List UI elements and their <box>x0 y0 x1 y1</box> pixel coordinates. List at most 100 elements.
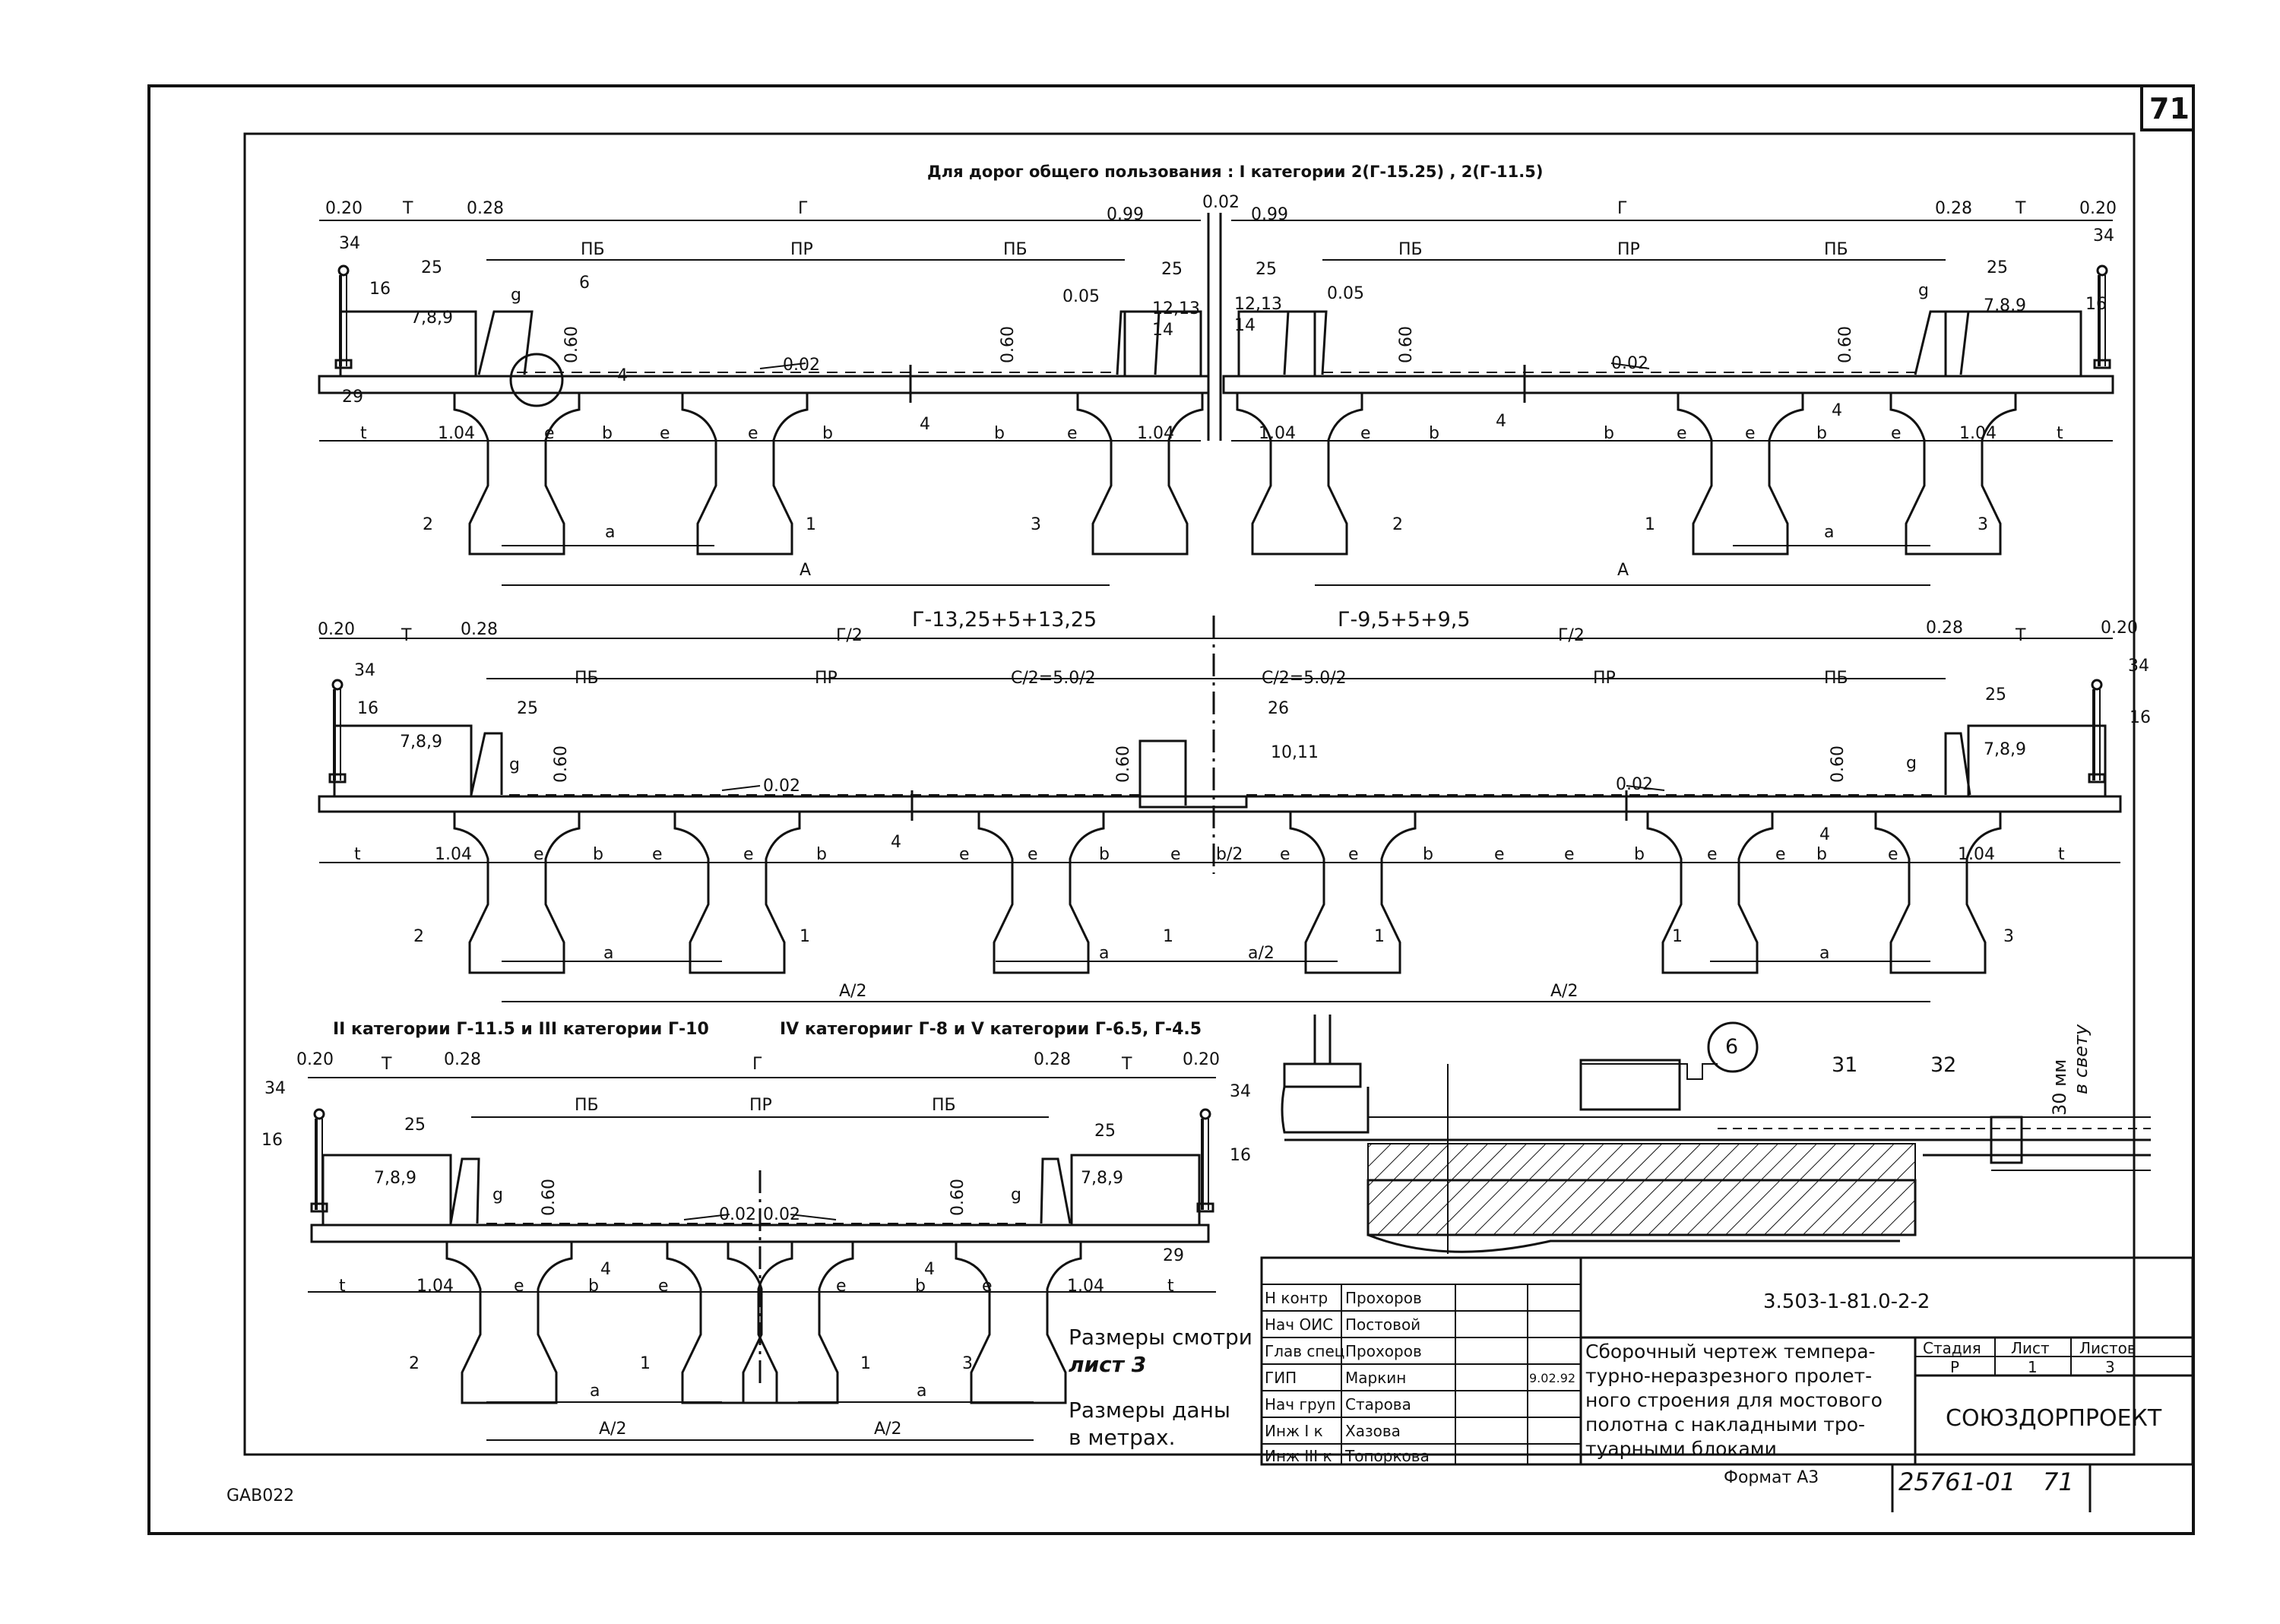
callout-4-b: 4 <box>920 415 930 434</box>
dim-104-3: 1.04 <box>1259 424 1296 443</box>
dim-e-3: e <box>748 424 758 443</box>
callout-1-b: 1 <box>1645 515 1655 534</box>
callout-4-a: 4 <box>617 366 628 385</box>
dim-b-p3-2: b <box>915 1277 926 1296</box>
callout-34-p2-left: 34 <box>354 661 375 680</box>
callout-2-p3: 2 <box>409 1354 420 1373</box>
callout-2-a: 2 <box>423 515 433 534</box>
dim-t-p2-1: t <box>354 845 361 864</box>
dim-e-p2-6: e <box>1170 845 1181 864</box>
dim-028-left: 0.28 <box>467 199 504 218</box>
dim-060-p3-1: 0.60 <box>540 1179 559 1216</box>
callout-1-p2-b: 1 <box>1163 927 1173 946</box>
callout-14-right: 14 <box>1234 316 1256 335</box>
label-pb-p2-2: ПБ <box>1824 669 1848 688</box>
dim-t-p3-2: t <box>1167 1277 1174 1296</box>
callout-789-p3-right: 7,8,9 <box>1081 1169 1123 1188</box>
dim-A2-p3-left: А/2 <box>599 1420 627 1439</box>
callout-16-p3-left: 16 <box>261 1131 283 1150</box>
dim-020-p3-left: 0.20 <box>296 1050 334 1069</box>
dim-005-left: 0.05 <box>1062 287 1100 306</box>
slope-002-2: 0.02 <box>1611 354 1648 373</box>
dim-104-2: 1.04 <box>1137 424 1174 443</box>
dim-b-3: b <box>994 424 1005 443</box>
dim-b-5: b <box>1604 424 1614 443</box>
header-mid-right: Г-9,5+5+9,5 <box>1338 608 1471 632</box>
label-pb-1: ПБ <box>581 240 605 259</box>
callout-25-p3-b: 25 <box>1094 1122 1116 1141</box>
callout-25-p2-a: 25 <box>517 699 538 718</box>
tb-sheets-label: Листов <box>2079 1339 2136 1357</box>
dim-e-p2-9: e <box>1494 845 1505 864</box>
dim-a-p2-1: a <box>603 944 614 963</box>
slope-002-1: 0.02 <box>783 356 820 375</box>
dim-060-4: 0.60 <box>1836 326 1855 363</box>
dim-t-p2-2: t <box>2058 845 2065 864</box>
dim-G2-right: Г/2 <box>1558 626 1585 645</box>
label-pr-p3: ПР <box>749 1096 772 1115</box>
dim-a-2: a <box>1824 523 1835 542</box>
dim-G-p3: Г <box>752 1055 763 1074</box>
dim-e-p3-4: e <box>982 1277 993 1296</box>
tb-sheet: 1 <box>2028 1358 2038 1376</box>
dim-T-p2-left: Т <box>401 626 412 645</box>
callout-789-left: 7,8,9 <box>410 309 453 328</box>
tb-title-5: туарными блоками <box>1585 1438 1777 1460</box>
callout-1-a: 1 <box>806 515 816 534</box>
dim-e-p3-2: e <box>658 1277 669 1296</box>
label-pr-p2-1: ПР <box>815 669 838 688</box>
dim-G-right: Г <box>1617 199 1628 218</box>
tb-role-6: Инж I к <box>1265 1422 1323 1440</box>
slope-002-p3-1: 0.02 <box>719 1205 756 1224</box>
dim-e-p2-7: e <box>1280 845 1290 864</box>
dim-b-p2-6: b <box>1816 845 1827 864</box>
dim-T-right: Т <box>2016 199 2026 218</box>
callout-3-p3: 3 <box>962 1354 973 1373</box>
callout-34-right: 34 <box>2093 226 2114 245</box>
dim-028-p2-left: 0.28 <box>461 620 498 639</box>
dim-020-p3-right: 0.20 <box>1183 1050 1220 1069</box>
tb-sheet-label: Лист <box>2011 1339 2050 1357</box>
dim-e-5: e <box>1360 424 1371 443</box>
tb-name-2: Постовой <box>1345 1315 1421 1334</box>
callout-29-p3: 29 <box>1163 1246 1184 1265</box>
dim-b-p2-4: b <box>1423 845 1433 864</box>
dim-020-p2-right: 0.20 <box>2101 619 2138 638</box>
dim-e-p2-3: e <box>743 845 754 864</box>
dim-060-2: 0.60 <box>999 326 1018 363</box>
tb-role-5: Нач груп <box>1265 1395 1336 1413</box>
panel-1-section <box>318 213 2114 586</box>
label-pb-3: ПБ <box>1398 240 1423 259</box>
callout-16-p2-right: 16 <box>2130 708 2151 727</box>
dim-t-p3-1: t <box>339 1277 346 1296</box>
tb-name-4: Маркин <box>1345 1369 1407 1387</box>
callout-3-b: 3 <box>1978 515 1988 534</box>
callout-2-p2: 2 <box>413 927 424 946</box>
dim-G-left: Г <box>798 199 809 218</box>
dim-e-p2-1: e <box>534 845 544 864</box>
dim-e-p2-4: e <box>959 845 970 864</box>
tb-title-3: ного строения для мостового <box>1585 1389 1883 1411</box>
callout-34-p3-left: 34 <box>264 1079 286 1098</box>
dim-e-8: e <box>1891 424 1902 443</box>
callout-1213-right: 12,13 <box>1234 295 1282 314</box>
header-cat2-3: II категории Г-11.5 и III категории Г-10 <box>333 1020 709 1039</box>
callout-1011: 10,11 <box>1271 743 1319 762</box>
callout-34-p3-right: 34 <box>1230 1082 1251 1101</box>
callout-16-right: 16 <box>2085 295 2107 314</box>
dim-060-p2-2: 0.60 <box>1114 746 1133 783</box>
dim-020-right: 0.20 <box>2079 199 2117 218</box>
dim-b-p2-2: b <box>816 845 827 864</box>
callout-25-c: 25 <box>1256 260 1277 279</box>
dim-104-4: 1.04 <box>1959 424 1997 443</box>
dim-g-p3-2: g <box>1011 1186 1021 1205</box>
dim-a-p3-2: a <box>917 1382 927 1401</box>
dim-e-6: e <box>1677 424 1687 443</box>
dim-060-p2-3: 0.60 <box>1829 746 1848 783</box>
dim-b-2: b <box>822 424 833 443</box>
dim-005-right: 0.05 <box>1327 284 1364 303</box>
dim-a-p3-1: a <box>590 1382 600 1401</box>
callout-1-p3-b: 1 <box>860 1354 871 1373</box>
